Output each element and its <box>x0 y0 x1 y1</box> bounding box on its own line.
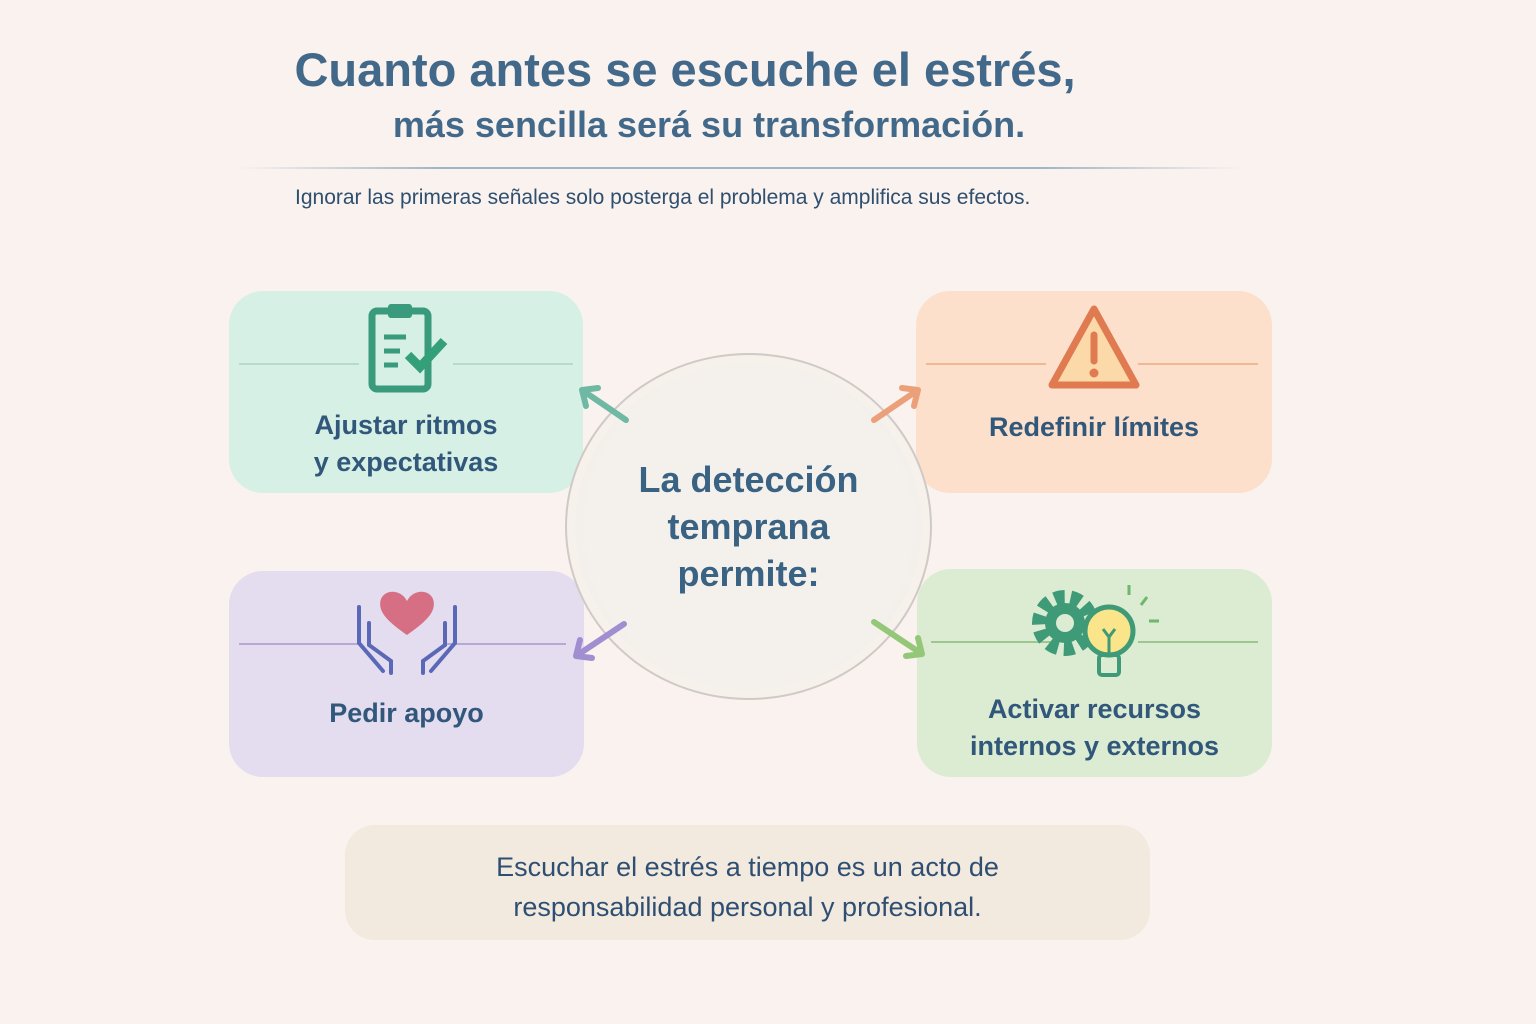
center-circle: La detección temprana permite: <box>565 353 932 700</box>
center-line-3: permite: <box>677 553 820 594</box>
card-label: y expectativas <box>313 447 499 477</box>
warning-icon <box>1048 305 1140 389</box>
footer-note: Escuchar el estrés a tiempo es un acto d… <box>345 825 1150 940</box>
subtitle: Ignorar las primeras señales solo poster… <box>295 186 1031 209</box>
arrow-top-right <box>871 385 921 423</box>
arrow-bottom-right <box>871 619 925 659</box>
card-label: Ajustar ritmos <box>314 410 498 440</box>
footer-line-2: responsabilidad personal y profesional. <box>513 892 982 922</box>
gear-lightbulb-icon <box>1031 585 1159 677</box>
card-label: internos y externos <box>969 731 1220 761</box>
arrow-bottom-left <box>573 621 627 661</box>
card-ask-support: Pedir apoyo <box>229 571 584 777</box>
card-label: Activar recursos <box>987 694 1202 724</box>
card-adjust-rhythms: Ajustar ritmos y expectativas <box>229 291 583 493</box>
card-label: Pedir apoyo <box>329 698 484 728</box>
divider <box>240 167 1240 169</box>
title-line-2: más sencilla será su transformación. <box>392 104 1026 145</box>
card-redefine-limits: Redefinir límites <box>916 291 1272 493</box>
clipboard-check-icon <box>368 304 448 393</box>
center-line-2: temprana <box>667 506 830 547</box>
card-activate-resources: Activar recursos internos y externos <box>917 569 1272 777</box>
footer-line-1: Escuchar el estrés a tiempo es un acto d… <box>496 852 999 882</box>
hands-heart-icon <box>356 591 457 675</box>
arrow-top-left <box>579 385 629 423</box>
center-line-1: La detección <box>638 459 859 500</box>
title-line-1: Cuanto antes se escuche el estrés, <box>294 43 1076 96</box>
card-label: Redefinir límites <box>988 412 1200 442</box>
